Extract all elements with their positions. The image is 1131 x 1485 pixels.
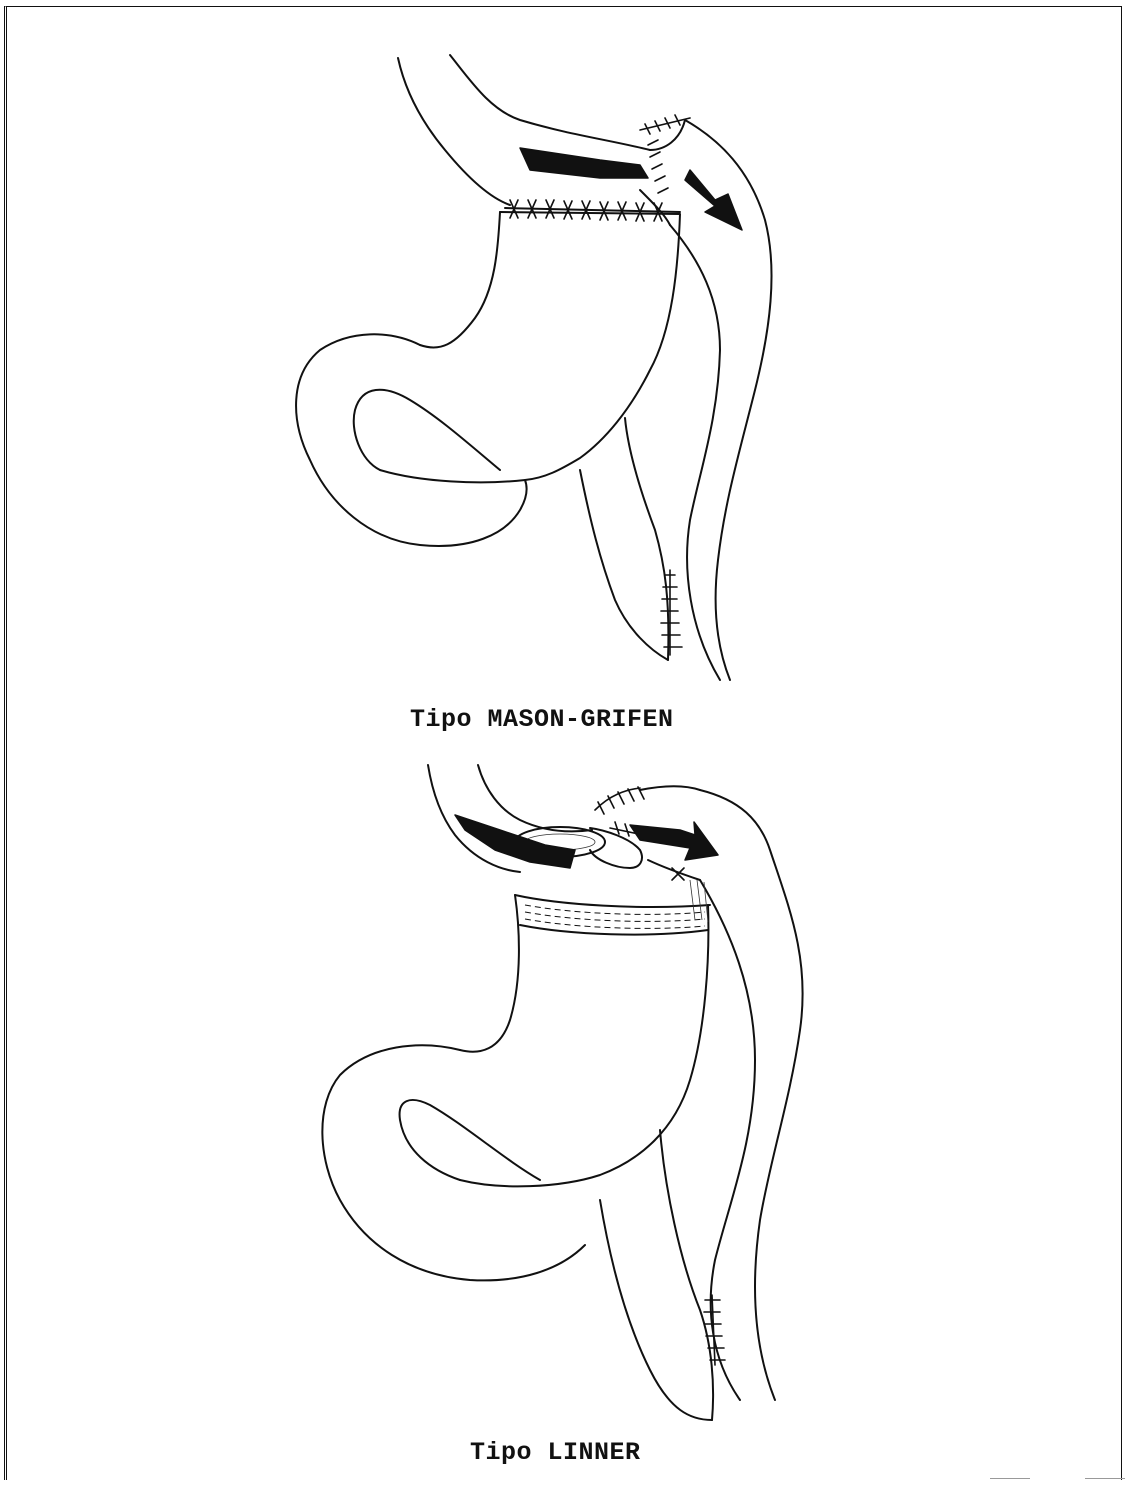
linner-flow-arrow-esophagus [455, 815, 575, 868]
caption-linner: Tipo LINNER [470, 1438, 641, 1467]
stomach-outer-curve [296, 334, 527, 546]
linner-esophagus-left [428, 765, 520, 872]
antrum-inner-loop [354, 390, 500, 470]
linner-top-suture [595, 787, 644, 814]
esophagus-outline-right [450, 55, 650, 150]
linner-antrum-loop [400, 1100, 540, 1180]
linner-hatch-area [690, 880, 708, 922]
diagram-mason-grifen [296, 55, 771, 680]
linner-stomach-band-bottom [520, 925, 708, 935]
caption-mason-grifen: Tipo MASON-GRIFEN [410, 705, 674, 734]
linner-jejunal-left [600, 1200, 712, 1420]
linner-stomach-body [460, 905, 708, 1186]
diagram-linner [322, 765, 802, 1420]
linner-stomach-band-hatch [525, 905, 705, 928]
scan-edge-mark [990, 1478, 1030, 1479]
scan-edge-mark [1085, 1478, 1125, 1479]
flow-arrow-esophagus [520, 148, 648, 178]
flow-arrow-roux [685, 170, 742, 230]
linner-flow-arrow-roux [630, 822, 718, 860]
linner-esophagus-roux-join [640, 786, 700, 790]
stomach-left-edge [420, 212, 500, 348]
linner-esophagus-right [478, 765, 592, 831]
linner-stomach-left-edge [460, 895, 519, 1052]
linner-stomach-outer-curve [322, 1045, 585, 1280]
linner-stomach-top [515, 895, 710, 907]
linner-jejunal-mid [660, 1130, 713, 1420]
linner-roux-right [700, 790, 803, 1400]
jejunal-suture-marks [661, 570, 682, 655]
esophagus-outline-left [398, 58, 510, 205]
horizontal-suture-marks [510, 200, 662, 221]
linner-jejunal-suture [704, 1295, 725, 1365]
jejunal-limb-right [580, 470, 668, 660]
